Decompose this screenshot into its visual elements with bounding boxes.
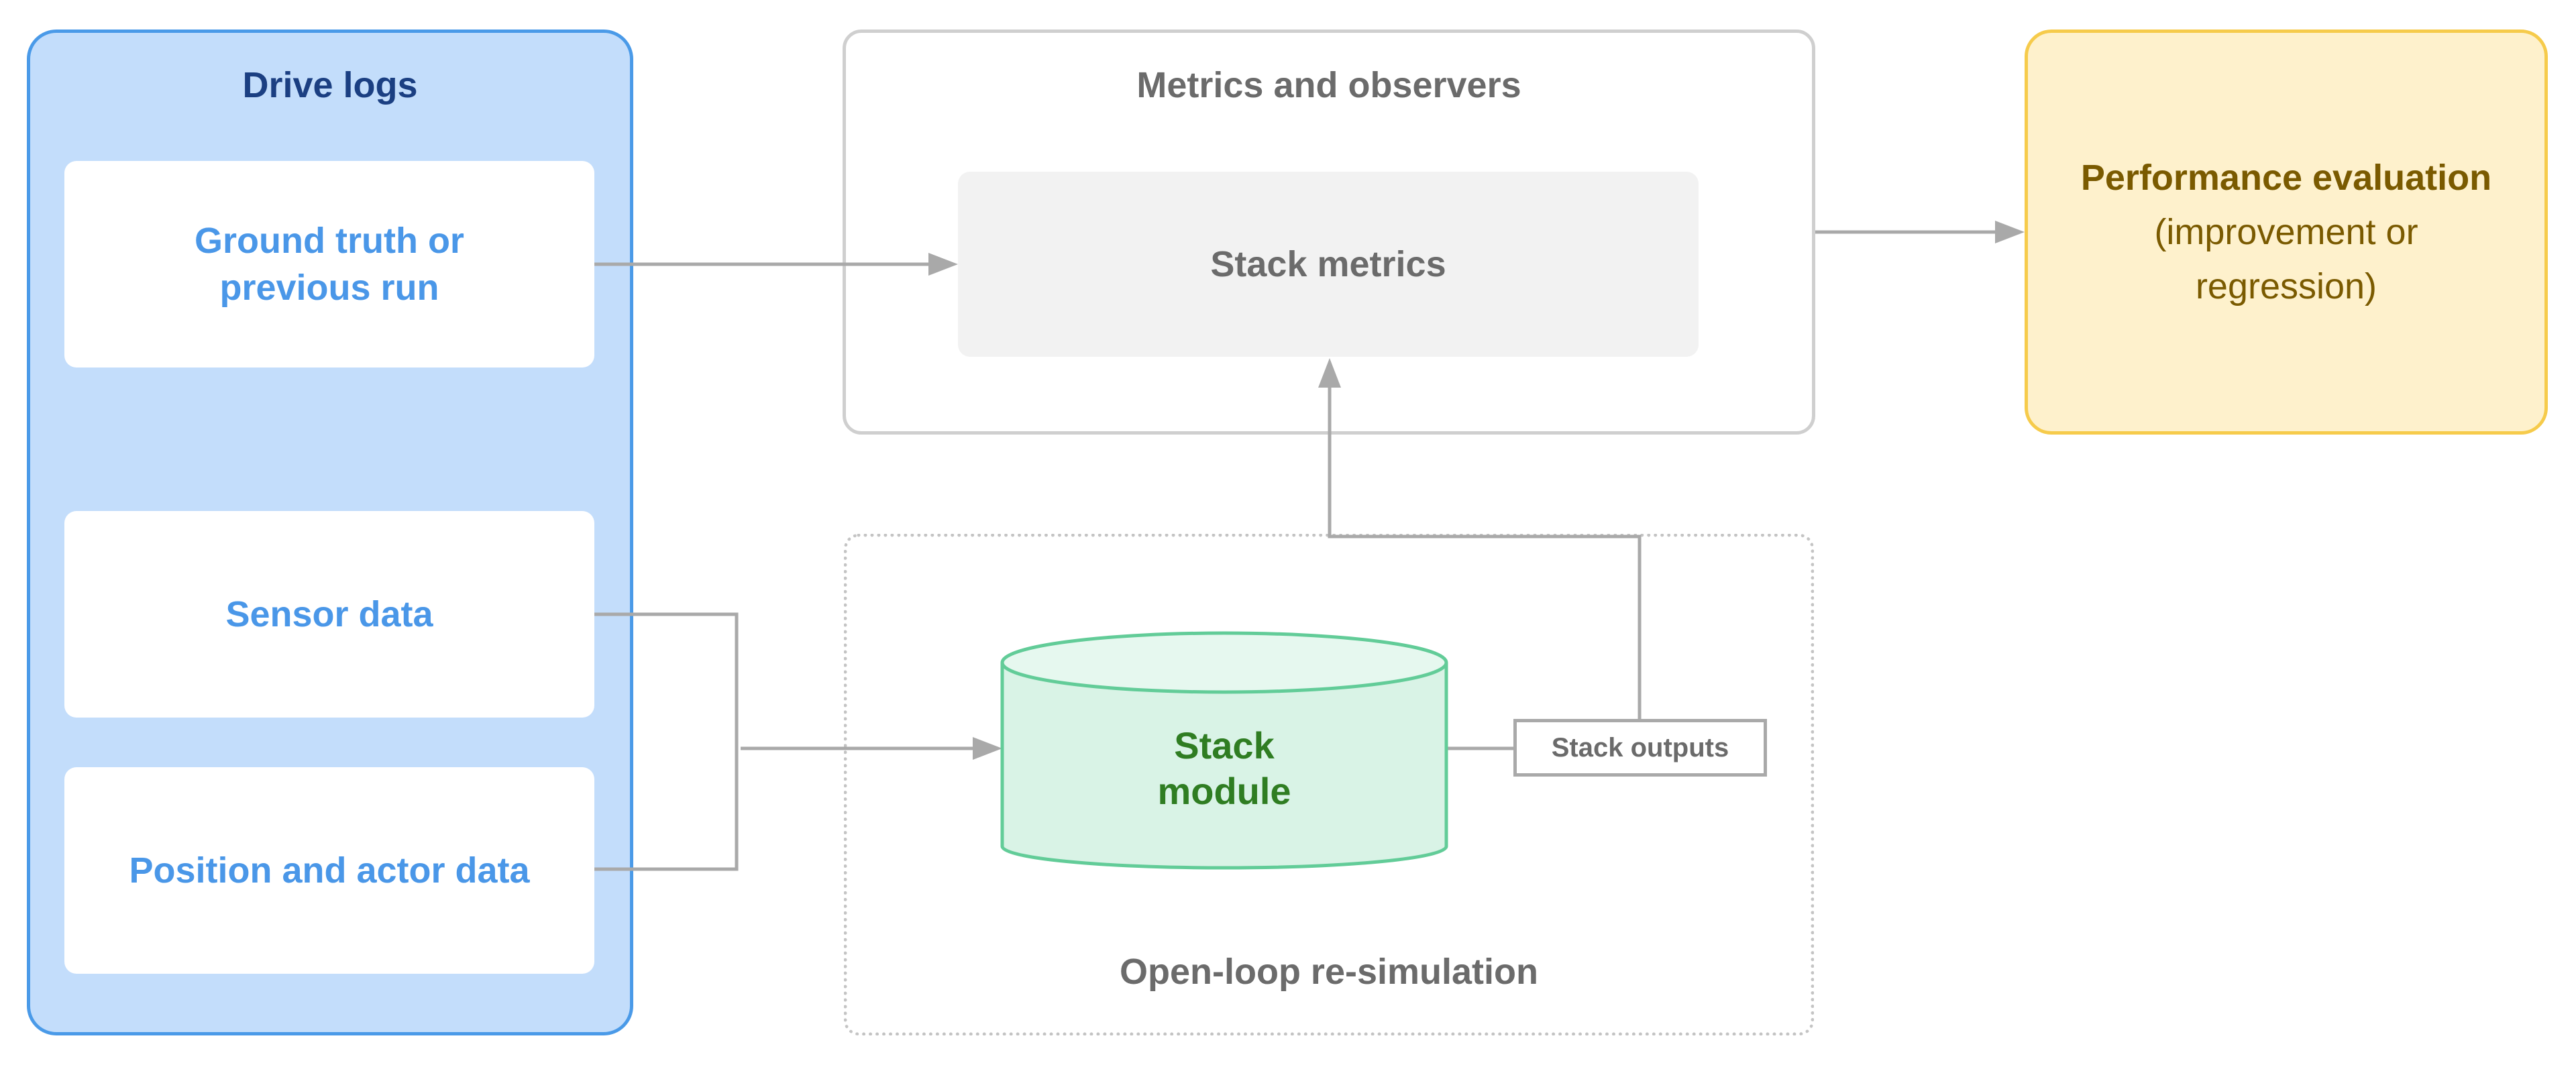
- open-loop-title: Open-loop re-simulation: [1119, 952, 1538, 992]
- stack-metrics-box: Stack metrics: [958, 172, 1699, 357]
- sensor-data-card: Sensor data: [64, 511, 594, 718]
- connector-outputs-to-metrics: [1328, 388, 1642, 719]
- arrowhead-stack-module: [973, 737, 1002, 760]
- sensor-data-label: Sensor data: [225, 594, 433, 634]
- performance-line3: regression): [2195, 266, 2377, 306]
- ground-truth-line1: Ground truth or: [195, 220, 464, 261]
- stack-module-line1: Stack: [1174, 724, 1275, 767]
- connector-sensor-data: [594, 612, 739, 871]
- stack-outputs-box: Stack outputs: [1513, 719, 1767, 777]
- position-actor-card: Position and actor data: [64, 767, 594, 974]
- performance-line2: (improvement or: [2154, 211, 2418, 252]
- arrowhead-performance: [1995, 221, 2025, 243]
- stack-module-line2: module: [1157, 770, 1291, 813]
- ground-truth-card: Ground truth or previous run: [64, 161, 594, 368]
- stack-metrics-label: Stack metrics: [1210, 244, 1446, 284]
- stack-module-cylinder: [1000, 631, 1448, 870]
- performance-evaluation-box: Performance evaluation (improvement or r…: [2025, 30, 2548, 435]
- drive-logs-title: Drive logs: [242, 65, 418, 105]
- arrowhead-metrics-up: [1318, 358, 1341, 388]
- stack-module-label: Stack module: [1002, 723, 1446, 815]
- metrics-observers-title: Metrics and observers: [1136, 65, 1521, 105]
- stack-outputs-label: Stack outputs: [1551, 732, 1729, 763]
- ground-truth-line2: previous run: [219, 268, 439, 308]
- performance-title: Performance evaluation: [2080, 157, 2492, 198]
- position-actor-label: Position and actor data: [129, 850, 530, 891]
- arrowhead-groundtruth: [928, 253, 958, 276]
